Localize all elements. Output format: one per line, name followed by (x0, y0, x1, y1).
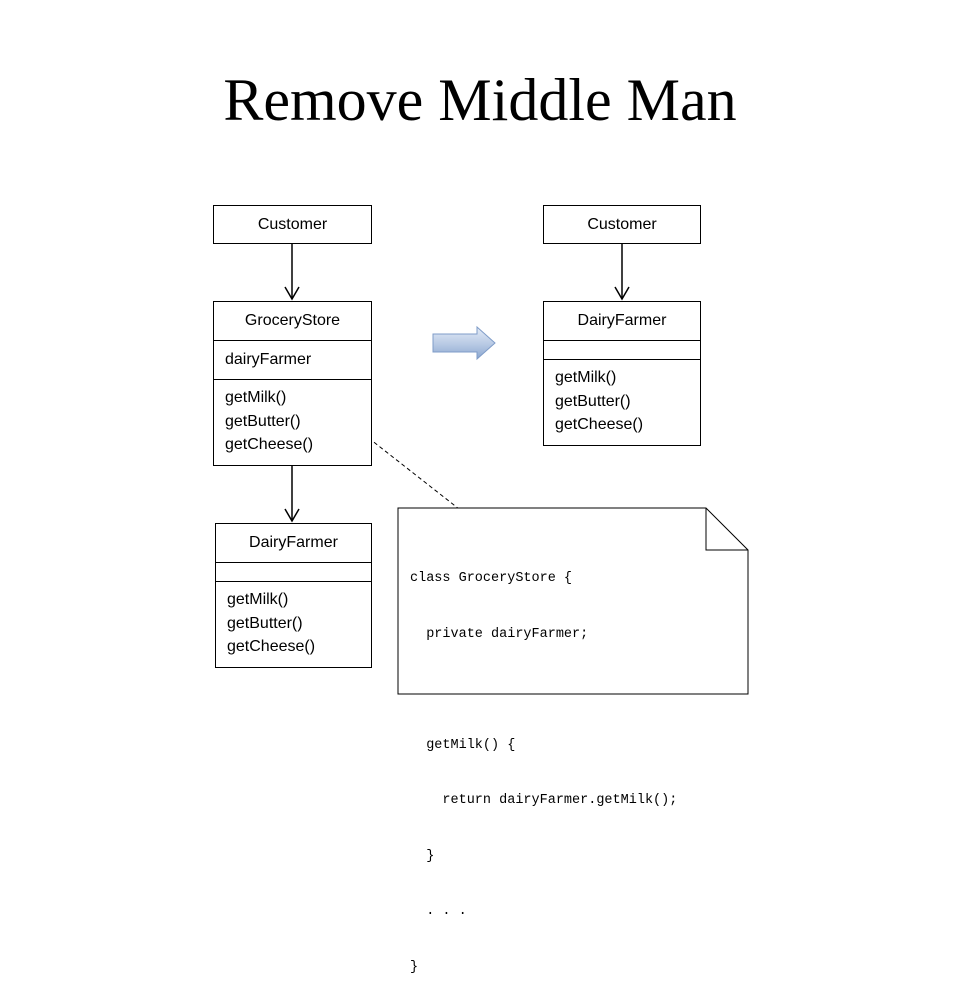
method-getmilk: getMilk() (225, 389, 287, 406)
diagram-connectors (284, 244, 749, 695)
code-line (410, 681, 677, 700)
method-getbutter: getButter() (555, 392, 631, 410)
method-getcheese: getCheese() (555, 416, 644, 433)
code-line: class GroceryStore { (410, 571, 573, 586)
class-name: Customer (257, 215, 328, 233)
method-getmilk: getMilk() (555, 369, 617, 386)
code-line: . . . (410, 904, 467, 919)
attribute-dairyfarmer: dairyFarmer (214, 340, 371, 379)
class-name: DairyFarmer (577, 312, 667, 329)
class-name: Customer (587, 215, 657, 233)
attribute-compartment (544, 340, 700, 359)
class-customer-before: Customer (213, 205, 372, 244)
method-list: getMilk() getButter() getCheese() (216, 581, 371, 667)
code-line: } (410, 848, 435, 864)
association-arrow-customer-dairyfarmer (614, 244, 630, 301)
association-arrow-customer-grocerystore (284, 244, 300, 301)
transform-arrow-icon (432, 325, 496, 361)
method-getmilk: getMilk() (227, 591, 289, 608)
association-arrow-grocerystore-dairyfarmer (284, 466, 300, 523)
attribute-compartment (216, 562, 371, 581)
class-grocerystore: GroceryStore dairyFarmer getMilk() getBu… (213, 301, 372, 466)
method-getcheese: getCheese() (225, 436, 314, 453)
code-note (397, 507, 749, 695)
class-name: GroceryStore (244, 312, 341, 329)
method-list: getMilk() getButter() getCheese() (214, 379, 371, 465)
method-getcheese: getCheese() (227, 638, 316, 655)
code-line: return dairyFarmer.getMilk(); (410, 793, 678, 808)
code-line: } (410, 959, 419, 975)
class-name: DairyFarmer (249, 534, 338, 551)
code-snippet: class GroceryStore { private dairyFarmer… (410, 533, 677, 996)
slide-title: Remove Middle Man (223, 67, 737, 133)
method-getbutter: getButter() (227, 614, 303, 632)
method-list: getMilk() getButter() getCheese() (544, 359, 700, 445)
class-customer-after: Customer (543, 205, 701, 244)
class-dairyfarmer-before: DairyFarmer getMilk() getButter() getChe… (215, 523, 372, 668)
class-dairyfarmer-after: DairyFarmer getMilk() getButter() getChe… (543, 301, 701, 446)
method-getbutter: getButter() (225, 412, 301, 430)
code-line: private dairyFarmer; (410, 626, 589, 642)
code-line: getMilk() { (410, 737, 516, 753)
